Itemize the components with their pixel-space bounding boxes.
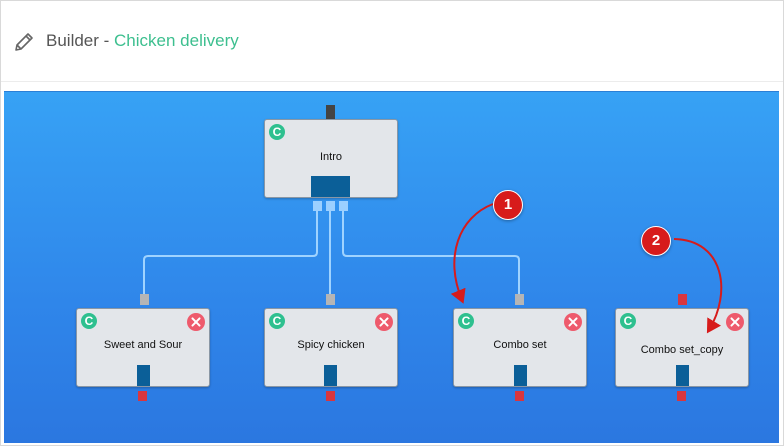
output-port[interactable] bbox=[514, 365, 527, 386]
sweet-input-port[interactable] bbox=[140, 294, 149, 305]
c-icon: C bbox=[458, 313, 474, 329]
intro-input-port[interactable] bbox=[326, 105, 335, 119]
connector-port[interactable] bbox=[326, 201, 335, 211]
delete-icon[interactable] bbox=[564, 313, 582, 331]
output-port[interactable] bbox=[676, 365, 689, 386]
pencil-icon[interactable] bbox=[12, 30, 36, 54]
callout-badge-1: 1 bbox=[493, 190, 523, 220]
output-port[interactable] bbox=[337, 176, 350, 197]
node-combo-set[interactable]: C Combo set bbox=[453, 308, 587, 387]
connector-port[interactable] bbox=[313, 201, 322, 211]
connection-lines bbox=[143, 209, 520, 294]
sweet-exit-port[interactable] bbox=[138, 391, 147, 401]
title-prefix: Builder - bbox=[46, 31, 115, 50]
delete-icon[interactable] bbox=[726, 313, 744, 331]
node-label: Sweet and Sour bbox=[103, 339, 183, 351]
connector-port[interactable] bbox=[339, 201, 348, 211]
callout-badge-2: 2 bbox=[641, 226, 671, 256]
delete-icon[interactable] bbox=[187, 313, 205, 331]
node-label: Spicy chicken bbox=[297, 339, 365, 351]
combo-copy-exit-port[interactable] bbox=[677, 391, 686, 401]
flow-canvas[interactable]: C Intro C Sweet and Sour C Spicy chicken… bbox=[4, 91, 779, 443]
node-label: Intro bbox=[319, 151, 342, 163]
delete-icon[interactable] bbox=[375, 313, 393, 331]
c-icon: C bbox=[269, 124, 285, 140]
combo-exit-port[interactable] bbox=[515, 391, 524, 401]
page-title: Builder - Chicken delivery bbox=[46, 31, 239, 51]
node-spicy-chicken[interactable]: C Spicy chicken bbox=[264, 308, 398, 387]
output-port[interactable] bbox=[311, 176, 324, 197]
spicy-exit-port[interactable] bbox=[326, 391, 335, 401]
output-port[interactable] bbox=[324, 365, 337, 386]
project-name: Chicken delivery bbox=[114, 31, 239, 50]
combo-copy-input-port[interactable] bbox=[678, 294, 687, 305]
node-intro[interactable]: C Intro bbox=[264, 119, 398, 198]
c-icon: C bbox=[269, 313, 285, 329]
c-icon: C bbox=[620, 313, 636, 329]
node-label: Combo set bbox=[493, 339, 547, 351]
output-port[interactable] bbox=[137, 365, 150, 386]
node-combo-set-copy[interactable]: C Combo set_copy bbox=[615, 308, 749, 387]
node-label: Combo set_copy bbox=[640, 344, 724, 356]
output-port[interactable] bbox=[324, 176, 337, 197]
annotation-arrows bbox=[450, 203, 723, 334]
c-icon: C bbox=[81, 313, 97, 329]
page-header: Builder - Chicken delivery bbox=[1, 1, 783, 82]
combo-input-port[interactable] bbox=[515, 294, 524, 305]
spicy-input-port[interactable] bbox=[326, 294, 335, 305]
node-sweet-and-sour[interactable]: C Sweet and Sour bbox=[76, 308, 210, 387]
